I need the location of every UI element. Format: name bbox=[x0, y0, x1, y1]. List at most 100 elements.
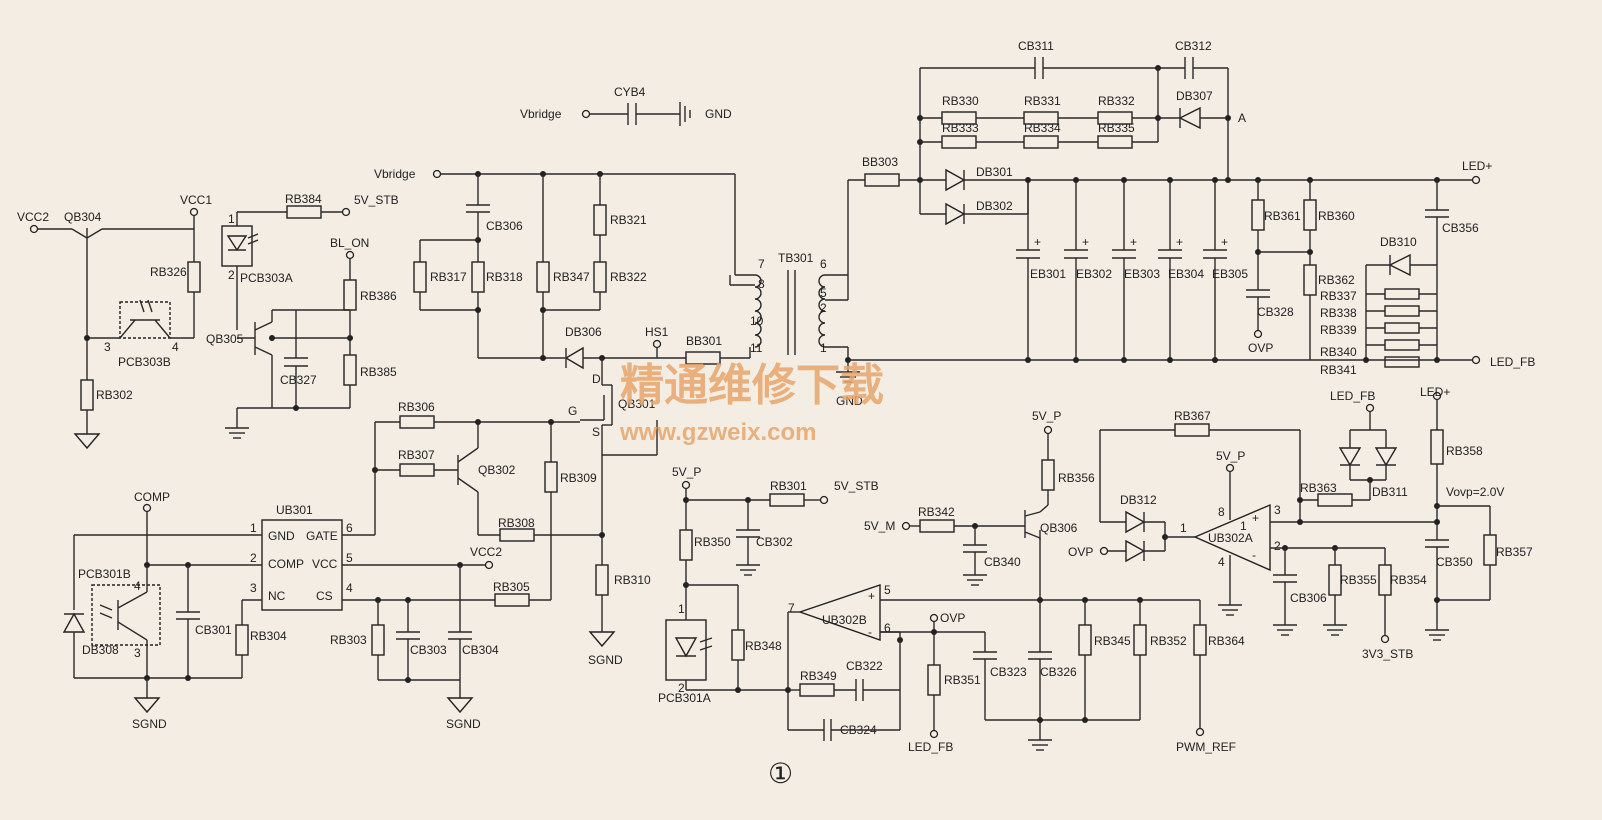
vcc2-label: VCC2 bbox=[17, 210, 49, 224]
rb303-label: RB303 bbox=[330, 633, 367, 647]
rb335-label: RB335 bbox=[1098, 121, 1135, 135]
ub301-gnd-pin: GND bbox=[268, 529, 295, 543]
rb356-label: RB356 bbox=[1058, 471, 1095, 485]
cb326-label: CB326 bbox=[1040, 665, 1077, 679]
figure-number: ① bbox=[768, 757, 793, 790]
svg-text:+: + bbox=[1221, 235, 1228, 249]
vbridge-label-2: Vbridge bbox=[374, 167, 416, 181]
rb354-label: RB354 bbox=[1390, 573, 1427, 587]
cb301-label: CB301 bbox=[195, 623, 232, 637]
svg-text:2: 2 bbox=[250, 551, 257, 565]
svg-text:3: 3 bbox=[134, 646, 141, 660]
svg-text:4: 4 bbox=[172, 340, 179, 354]
rb302-label: RB302 bbox=[96, 388, 133, 402]
rb333-label: RB333 bbox=[942, 121, 979, 135]
rb351-label: RB351 bbox=[944, 673, 981, 687]
cb306-label: CB306 bbox=[486, 219, 523, 233]
db308-label: DB308 bbox=[82, 643, 119, 657]
svg-text:6: 6 bbox=[346, 521, 353, 535]
led-fb-label-3: LED_FB bbox=[1330, 389, 1375, 403]
cb302-label: CB302 bbox=[756, 535, 793, 549]
vbridge-label-1: Vbridge bbox=[520, 107, 562, 121]
standby-block: VCC2 QB304 VCC1 RB326 3 4 PCB303B RB302 bbox=[17, 192, 399, 450]
svg-text:2: 2 bbox=[1274, 539, 1281, 553]
svg-text:G: G bbox=[568, 404, 577, 418]
3v3-stb-label: 3V3_STB bbox=[1362, 647, 1413, 661]
cb327-label: CB327 bbox=[280, 373, 317, 387]
svg-text:+: + bbox=[1252, 511, 1259, 525]
rb345-label: RB345 bbox=[1094, 634, 1131, 648]
cyb4-label: CYB4 bbox=[614, 85, 646, 99]
rb348-label: RB348 bbox=[745, 639, 782, 653]
eb302-label: EB302 bbox=[1076, 267, 1112, 281]
eb303-label: EB303 bbox=[1124, 267, 1160, 281]
cb356-label: CB356 bbox=[1442, 221, 1479, 235]
rb326-label: RB326 bbox=[150, 265, 187, 279]
rb322-label: RB322 bbox=[610, 270, 647, 284]
tb301-label: TB301 bbox=[778, 251, 814, 265]
cb322-label: CB322 bbox=[846, 659, 883, 673]
pcb303b-label: PCB303B bbox=[118, 355, 171, 369]
rb341-label: RB341 bbox=[1320, 363, 1357, 377]
dimming-block: 5V_P RB301 5V_STB CB302 RB350 1 2 PCB301… bbox=[658, 409, 1245, 754]
svg-text:3: 3 bbox=[104, 340, 111, 354]
pcb301b-label: PCB301B bbox=[78, 567, 131, 581]
rb309-label: RB309 bbox=[560, 471, 597, 485]
svg-text:2: 2 bbox=[678, 681, 685, 695]
vovp-label: Vovp=2.0V bbox=[1446, 485, 1504, 499]
cb304-label: CB304 bbox=[462, 643, 499, 657]
hs1-label: HS1 bbox=[645, 325, 669, 339]
ovp-block: RB367 DB312 OVP 1 UB302A + - 8 4 1 3 2 5… bbox=[1068, 385, 1533, 661]
svg-text:+: + bbox=[1034, 235, 1041, 249]
rb338-label: RB338 bbox=[1320, 306, 1357, 320]
rb307-label: RB307 bbox=[398, 448, 435, 462]
rb352-label: RB352 bbox=[1150, 634, 1187, 648]
led-plus-label-1: LED+ bbox=[1462, 159, 1492, 173]
ub302a-label: UB302A bbox=[1208, 531, 1253, 545]
ovp-label-3: OVP bbox=[1068, 545, 1093, 559]
5v-m-label: 5V_M bbox=[864, 519, 895, 533]
svg-text:1: 1 bbox=[678, 602, 685, 616]
svg-text:1: 1 bbox=[1240, 519, 1247, 533]
rb331-label: RB331 bbox=[1024, 94, 1061, 108]
sgnd-label-2: SGND bbox=[446, 717, 481, 731]
svg-text:-: - bbox=[1252, 548, 1256, 562]
bb303-label: BB303 bbox=[862, 155, 898, 169]
rb305-label: RB305 bbox=[493, 580, 530, 594]
secondary-block: BB303 CB311 CB312 RB330 RB331 RB332 RB33… bbox=[848, 39, 1535, 377]
gnd-label-2: GND bbox=[836, 394, 863, 408]
svg-text:3: 3 bbox=[1274, 503, 1281, 517]
pwm-ref-label: PWM_REF bbox=[1176, 740, 1236, 754]
ub301-cs-pin: CS bbox=[316, 589, 333, 603]
rb363-label: RB363 bbox=[1300, 481, 1337, 495]
rb342-label: RB342 bbox=[918, 505, 955, 519]
db307-label: DB307 bbox=[1176, 89, 1213, 103]
rb358-label: RB358 bbox=[1446, 444, 1483, 458]
sgnd-label-1: SGND bbox=[588, 653, 623, 667]
rb347-label: RB347 bbox=[553, 270, 590, 284]
5v-p-label-1: 5V_P bbox=[672, 465, 701, 479]
svg-text:4: 4 bbox=[134, 579, 141, 593]
node-a-label: A bbox=[1238, 111, 1246, 125]
rb337-341-group: RB337 RB338 RB339 RB340 RB341 bbox=[1320, 288, 1437, 377]
rb318-label: RB318 bbox=[486, 270, 523, 284]
svg-text:7: 7 bbox=[788, 601, 795, 615]
svg-text:+: + bbox=[1082, 235, 1089, 249]
svg-text:8: 8 bbox=[758, 277, 765, 291]
cb350-label: CB350 bbox=[1436, 555, 1473, 569]
cb340-label: CB340 bbox=[984, 555, 1021, 569]
rb350-label: RB350 bbox=[694, 535, 731, 549]
svg-text:6: 6 bbox=[820, 257, 827, 271]
ub301-comp-pin: COMP bbox=[268, 557, 304, 571]
ub301-vcc-pin: VCC bbox=[312, 557, 338, 571]
vcc1-label: VCC1 bbox=[180, 193, 212, 207]
vcc2-label-2: VCC2 bbox=[470, 545, 502, 559]
cb328-label: CB328 bbox=[1257, 305, 1294, 319]
rb321-label: RB321 bbox=[610, 213, 647, 227]
svg-text:11: 11 bbox=[750, 341, 763, 355]
ub302b-label: UB302B bbox=[822, 613, 867, 627]
rb308-label: RB308 bbox=[498, 516, 535, 530]
rb306-label: RB306 bbox=[398, 400, 435, 414]
ub301-label: UB301 bbox=[276, 503, 313, 517]
led-fb-label-2: LED_FB bbox=[908, 740, 953, 754]
